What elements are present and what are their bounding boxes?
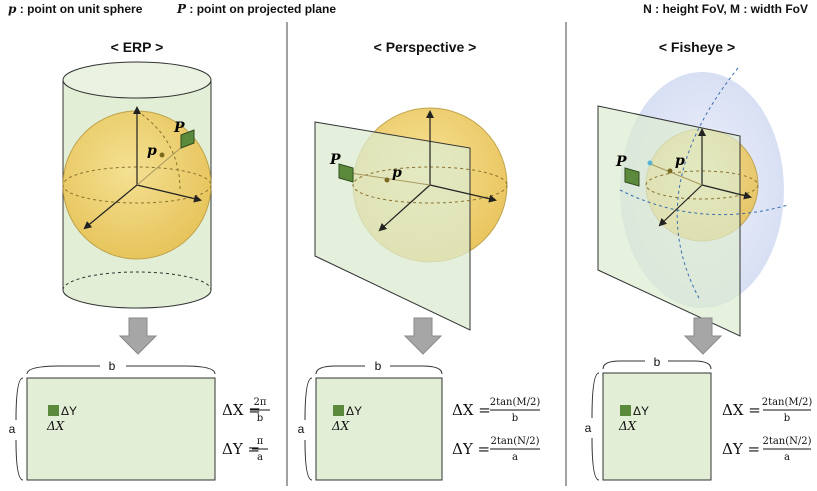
pixel-patch-P — [624, 167, 640, 187]
projection-ray — [647, 162, 703, 186]
pixel-square — [620, 405, 631, 416]
eq-dx-lhs: ΔX = — [222, 401, 261, 419]
eq-dy-numerator: 2tan(N/2) — [762, 436, 811, 447]
eq-dy-lhs: ΔY = — [452, 440, 490, 458]
sphere-equator — [352, 166, 508, 204]
eq-dx-numerator: 2tan(M/2) — [762, 397, 813, 408]
delta-x-label: ΔX — [618, 419, 637, 433]
height-brace — [304, 377, 313, 481]
eq-dy-lhs: ΔY = — [722, 440, 760, 458]
legend-P-text: : point on projected plane — [189, 2, 336, 16]
axis-front — [83, 184, 138, 230]
height-label: a — [9, 422, 16, 436]
legend: p : point on unit sphere P : point on pr… — [8, 2, 808, 16]
image-rect — [602, 372, 712, 481]
axis-right — [429, 184, 497, 203]
image-rect — [315, 377, 443, 481]
projected-plane — [597, 105, 741, 337]
eq-dx-numerator: 2tan(M/2) — [490, 397, 541, 408]
legend-fov-text: N : height FoV, M : width FoV — [643, 2, 808, 16]
delta-y-label: ΔY — [346, 404, 362, 418]
down-arrow-erp — [118, 317, 158, 355]
width-brace — [26, 365, 216, 375]
eq-dy-lhs: ΔY = — [222, 440, 260, 458]
pixel-square — [333, 405, 344, 416]
width-label: b — [109, 359, 116, 373]
eq-dx-denominator: b — [512, 413, 518, 424]
point-p-marker — [159, 152, 165, 158]
eq-dx-lhs: ΔX = — [452, 401, 491, 419]
projection-ray — [349, 172, 431, 186]
eq-dx-numerator: 2π — [254, 397, 267, 408]
perspective-image-grid: b a ΔY ΔX ΔX = 2tan(M/2) b ΔY = 2tan(N/2… — [298, 359, 541, 481]
eq-dx-denominator: b — [784, 413, 790, 424]
panel-title-perspective: < Perspective > — [374, 39, 477, 55]
erp-illustration: P p — [62, 61, 212, 309]
width-brace — [315, 365, 443, 375]
eq-dx-denominator: b — [257, 413, 263, 424]
axis-right — [701, 184, 752, 200]
height-label: a — [585, 421, 592, 435]
label-P: P — [173, 120, 185, 136]
down-arrow-fisheye — [683, 317, 723, 355]
width-label: b — [375, 359, 382, 373]
sphere-meridian — [136, 110, 181, 191]
eq-dy-denominator: a — [257, 452, 263, 463]
label-p: p — [675, 153, 685, 169]
point-projection-marker — [647, 160, 653, 166]
axis-front — [658, 184, 703, 227]
svg-text:P : point on projected p: P : point on projected plane — [176, 2, 336, 16]
fisheye-image-grid: b a ΔY ΔX ΔX = 2tan(M/2) b ΔY = 2tan(N/2… — [585, 355, 813, 481]
down-arrow-perspective — [403, 317, 443, 355]
erp-image-grid: b a ΔY ΔX ΔX = 2π b ΔY = π a — [9, 359, 270, 481]
delta-x-label: ΔX — [46, 419, 65, 433]
delta-y-label: ΔY — [61, 404, 77, 418]
height-label: a — [298, 422, 305, 436]
cylinder-top — [62, 61, 212, 99]
panel-title-erp: < ERP > — [111, 39, 164, 55]
label-P: P — [329, 152, 341, 168]
cylinder-bottom-back — [62, 271, 212, 291]
fisheye-curve-horizontal — [619, 189, 789, 216]
height-brace — [15, 377, 24, 481]
pixel-patch-P — [180, 129, 195, 149]
fisheye-illustration: P p — [597, 67, 789, 337]
legend-p-text: : point on unit sphere — [20, 2, 143, 16]
eq-dy-denominator: a — [512, 452, 518, 463]
axis-right — [136, 184, 202, 203]
label-p: p — [392, 165, 402, 181]
eq-dy-numerator: 2tan(N/2) — [490, 436, 539, 447]
sphere-equator — [645, 170, 759, 200]
label-p: p — [147, 143, 157, 159]
perspective-illustration: P p — [314, 107, 508, 331]
legend-p-symbol: p — [8, 2, 17, 16]
point-p-marker — [384, 177, 390, 183]
delta-y-label: ΔY — [633, 404, 649, 418]
fisheye-curve-vertical — [676, 67, 739, 301]
axis-front — [378, 184, 431, 232]
image-rect — [26, 377, 216, 481]
point-p-marker — [667, 168, 673, 174]
eq-dy-denominator: a — [784, 452, 790, 463]
pixel-square — [48, 405, 59, 416]
width-brace — [602, 360, 712, 370]
delta-x-label: ΔX — [331, 419, 350, 433]
eq-dy-numerator: π — [257, 436, 264, 447]
panel-title-fisheye: < Fisheye > — [659, 39, 735, 55]
legend-P-symbol: P — [176, 2, 187, 16]
svg-text:p : point on unit sphere: p : point on unit sphere — [8, 2, 143, 16]
width-label: b — [654, 355, 661, 369]
label-P: P — [615, 154, 627, 170]
height-brace — [591, 372, 600, 481]
eq-dx-lhs: ΔX = — [722, 401, 761, 419]
pixel-patch-P — [338, 163, 354, 183]
